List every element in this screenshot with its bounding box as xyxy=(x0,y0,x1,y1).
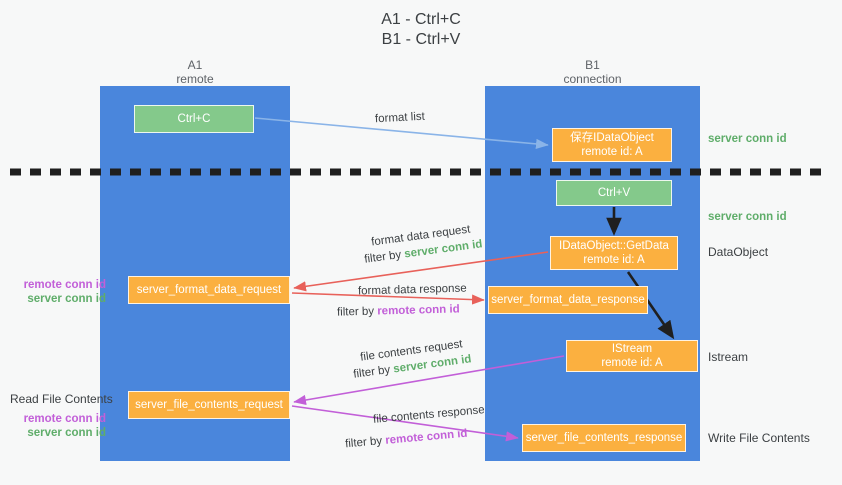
lane-a1-name: A1 xyxy=(187,58,203,72)
page-title-line-1: A1 - Ctrl+C xyxy=(381,11,461,28)
annotation-right-write-file-contents: Write File Contents xyxy=(708,431,810,445)
annotation-left-server-conn-id-2: server conn id xyxy=(27,427,106,439)
edge-label-format-data-response: format data response xyxy=(358,282,467,300)
node-server-format-data-response[interactable]: server_format_data_response xyxy=(488,286,648,314)
annotation-left-conn-ids-2: remote conn id server conn id xyxy=(10,412,106,440)
edge-label-filter-prefix: filter by xyxy=(363,248,406,266)
node-server-file-contents-response-label: server_file_contents_response xyxy=(525,432,683,444)
node-save-idataobject[interactable]: 保存IDataObject remote id: A xyxy=(552,128,672,162)
lane-a1-sub: remote xyxy=(176,72,214,86)
node-server-file-contents-request[interactable]: server_file_contents_request xyxy=(128,391,290,419)
node-ctrl-v[interactable]: Ctrl+V xyxy=(556,180,672,206)
annotation-right-server-conn-id-2: server conn id xyxy=(708,211,787,223)
node-istream[interactable]: IStream remote id: A xyxy=(566,340,698,372)
node-ctrl-c[interactable]: Ctrl+C xyxy=(134,105,254,133)
node-istream-label: IStream xyxy=(611,343,653,355)
arrow-format-data-request xyxy=(293,251,549,292)
annotation-left-conn-ids-1: remote conn id server conn id xyxy=(10,278,106,306)
node-istream-remote-id: remote id: A xyxy=(601,357,663,369)
edge-label-filter-prefix: filter by xyxy=(336,305,378,319)
annotation-left-server-conn-id-1: server conn id xyxy=(27,293,106,305)
annotation-left-read-file-contents: Read File Contents xyxy=(10,392,113,406)
edge-label-filter-prefix: filter by xyxy=(352,363,395,381)
edge-label-format-list-text: format list xyxy=(374,110,426,126)
edge-label-format-data-response-text: format data response xyxy=(357,282,467,298)
node-save-idataobject-remote-id: remote id: A xyxy=(581,146,643,158)
node-server-file-contents-request-label: server_file_contents_request xyxy=(135,399,283,411)
annotation-left-remote-conn-id-1: remote conn id xyxy=(23,279,106,291)
node-server-format-data-request-label: server_format_data_request xyxy=(136,284,282,296)
node-server-format-data-request[interactable]: server_format_data_request xyxy=(128,276,290,304)
annotation-right-istream: Istream xyxy=(708,350,749,364)
page-title: A1 - Ctrl+C B1 - Ctrl+V xyxy=(0,10,842,50)
lane-b1-sub: connection xyxy=(563,72,622,86)
page-title-line-2: B1 - Ctrl+V xyxy=(381,31,461,48)
annotation-right-dataobject: DataObject xyxy=(708,245,769,259)
annotation-right-server-conn-id-1: server conn id xyxy=(708,133,787,145)
node-idataobject-getdata[interactable]: IDataObject::GetData remote id: A xyxy=(550,236,678,270)
arrow-getdata-to-istream xyxy=(626,271,675,340)
arrow-format-list xyxy=(254,117,549,149)
arrow-file-contents-response xyxy=(291,405,519,442)
node-save-idataobject-label: 保存IDataObject xyxy=(570,132,654,144)
node-idataobject-getdata-remote-id: remote id: A xyxy=(583,254,645,266)
edge-label-format-list: format list xyxy=(375,110,426,128)
arrow-file-contents-request xyxy=(293,355,565,406)
node-ctrl-c-label: Ctrl+C xyxy=(177,113,211,125)
edge-label-filter-value-remote-conn-id: remote conn id xyxy=(377,303,460,318)
node-server-format-data-response-label: server_format_data_response xyxy=(491,294,645,306)
node-server-file-contents-response[interactable]: server_file_contents_response xyxy=(522,424,686,452)
edge-label-format-data-response-filter: filter by remote conn id xyxy=(337,302,460,320)
arrow-format-data-response xyxy=(291,292,485,305)
lane-a1-header: A1 remote xyxy=(100,58,290,86)
node-ctrl-v-label: Ctrl+V xyxy=(597,187,631,199)
node-idataobject-getdata-label: IDataObject::GetData xyxy=(559,240,669,252)
edge-label-filter-prefix: filter by xyxy=(344,434,386,451)
lane-b1-header: B1 connection xyxy=(485,58,700,86)
lane-b1-name: B1 xyxy=(585,58,600,72)
annotation-left-remote-conn-id-2: remote conn id xyxy=(23,413,106,425)
